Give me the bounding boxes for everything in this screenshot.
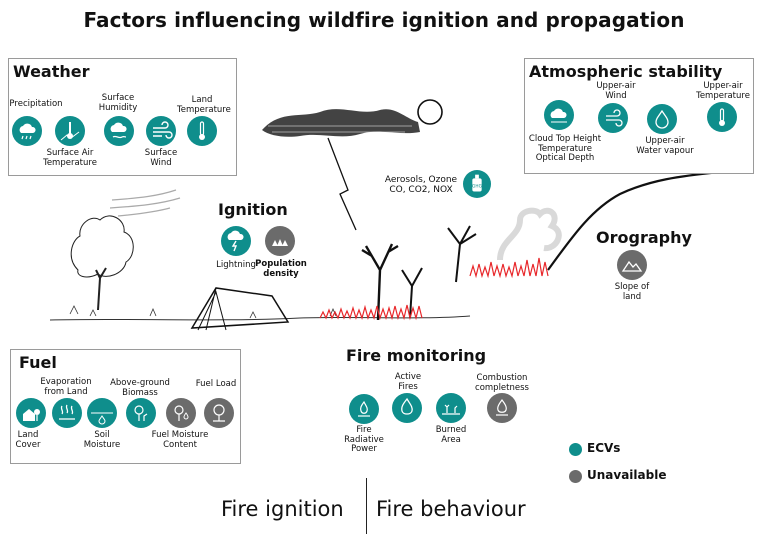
- evaporation-label: Evaporation from Land: [40, 377, 92, 397]
- legend-ecv-dot: [569, 443, 582, 456]
- ghg-text: GHG: [472, 184, 482, 189]
- ghg-spray-icon: GHG: [463, 170, 491, 198]
- fuel-moisture-label: Fuel Moisture Content: [151, 430, 209, 450]
- wind-icon: [146, 116, 176, 146]
- fire-radiative-power-icon: [349, 394, 379, 424]
- fire-monitoring-title: Fire monitoring: [346, 346, 487, 365]
- biomass-label: Above-ground Biomass: [110, 378, 170, 398]
- fire-behaviour-caption: Fire behaviour: [376, 497, 526, 521]
- surface-air-temperature-text: Surface Air Temperature: [43, 148, 97, 168]
- lightning-label: Lightning: [216, 260, 256, 270]
- rain-cloud-icon: [12, 116, 42, 146]
- fuel-panel: Fuel: [10, 349, 241, 464]
- fuel-moisture-icon: [166, 398, 196, 428]
- fire-ignition-caption: Fire ignition: [221, 497, 344, 521]
- fire-radiative-power-label: Fire Radiative Power: [344, 425, 384, 454]
- legend-unavailable-dot: [569, 470, 582, 483]
- humidity-cloud-icon: [104, 116, 134, 146]
- fuel-title: Fuel: [19, 353, 57, 372]
- atmospheric-stability-title: Atmospheric stability: [529, 62, 723, 81]
- thermometer-icon: [187, 116, 217, 146]
- fuel-load-icon: [204, 398, 234, 428]
- soil-moisture-label: Soil Moisture: [83, 430, 121, 450]
- surface-wind-label: Surface Wind: [144, 148, 178, 168]
- combustion-icon: [487, 393, 517, 423]
- slope-of-land-label: Slope of land: [614, 282, 650, 302]
- population-density-label: Population density: [255, 259, 307, 279]
- water-vapour-icon: [647, 104, 677, 134]
- upper-air-water-vapour-label: Upper-air Water vapour: [636, 136, 694, 156]
- fuel-load-label: Fuel Load: [195, 379, 237, 389]
- caption-divider: [366, 478, 367, 534]
- legend-ecv-label: ECVs: [587, 441, 621, 455]
- upper-temperature-icon: [707, 102, 737, 132]
- land-temperature-label: Land Temperature: [177, 95, 231, 115]
- surface-air-temperature-label: Surface Air Temperature: [39, 148, 101, 168]
- cloud-top-icon: [544, 100, 574, 130]
- soil-moisture-icon: [87, 398, 117, 428]
- aerosols-label: Aerosols, Ozone CO, CO2, NOX: [384, 175, 458, 195]
- upper-wind-icon: [598, 103, 628, 133]
- upper-air-wind-label: Upper-air Wind: [596, 81, 636, 101]
- page-title: Factors influencing wildfire ignition an…: [83, 8, 685, 32]
- biomass-icon: [126, 398, 156, 428]
- precipitation-label: Precipitation: [9, 99, 63, 109]
- active-fires-label: Active Fires: [394, 372, 422, 392]
- ignition-title: Ignition: [218, 200, 288, 219]
- slope-icon: [617, 250, 647, 280]
- burned-area-icon: [436, 393, 466, 423]
- weather-title: Weather: [13, 62, 90, 81]
- surface-humidity-label: Surface Humidity: [98, 93, 138, 113]
- evaporation-icon: [52, 398, 82, 428]
- legend-unavailable-label: Unavailable: [587, 468, 667, 482]
- land-cover-label: Land Cover: [15, 430, 41, 450]
- active-fire-icon: [392, 393, 422, 423]
- orography-title: Orography: [596, 228, 692, 247]
- upper-air-temperature-label: Upper-air Temperature: [696, 81, 750, 101]
- population-icon: [265, 226, 295, 256]
- land-cover-icon: [16, 398, 46, 428]
- cloud-top-label: Cloud Top Height Temperature Optical Dep…: [528, 134, 602, 163]
- combustion-label: Combustion completness: [475, 373, 529, 393]
- burned-area-label: Burned Area: [435, 425, 467, 445]
- surface-temperature-icon: [55, 116, 85, 146]
- lightning-icon: [221, 226, 251, 256]
